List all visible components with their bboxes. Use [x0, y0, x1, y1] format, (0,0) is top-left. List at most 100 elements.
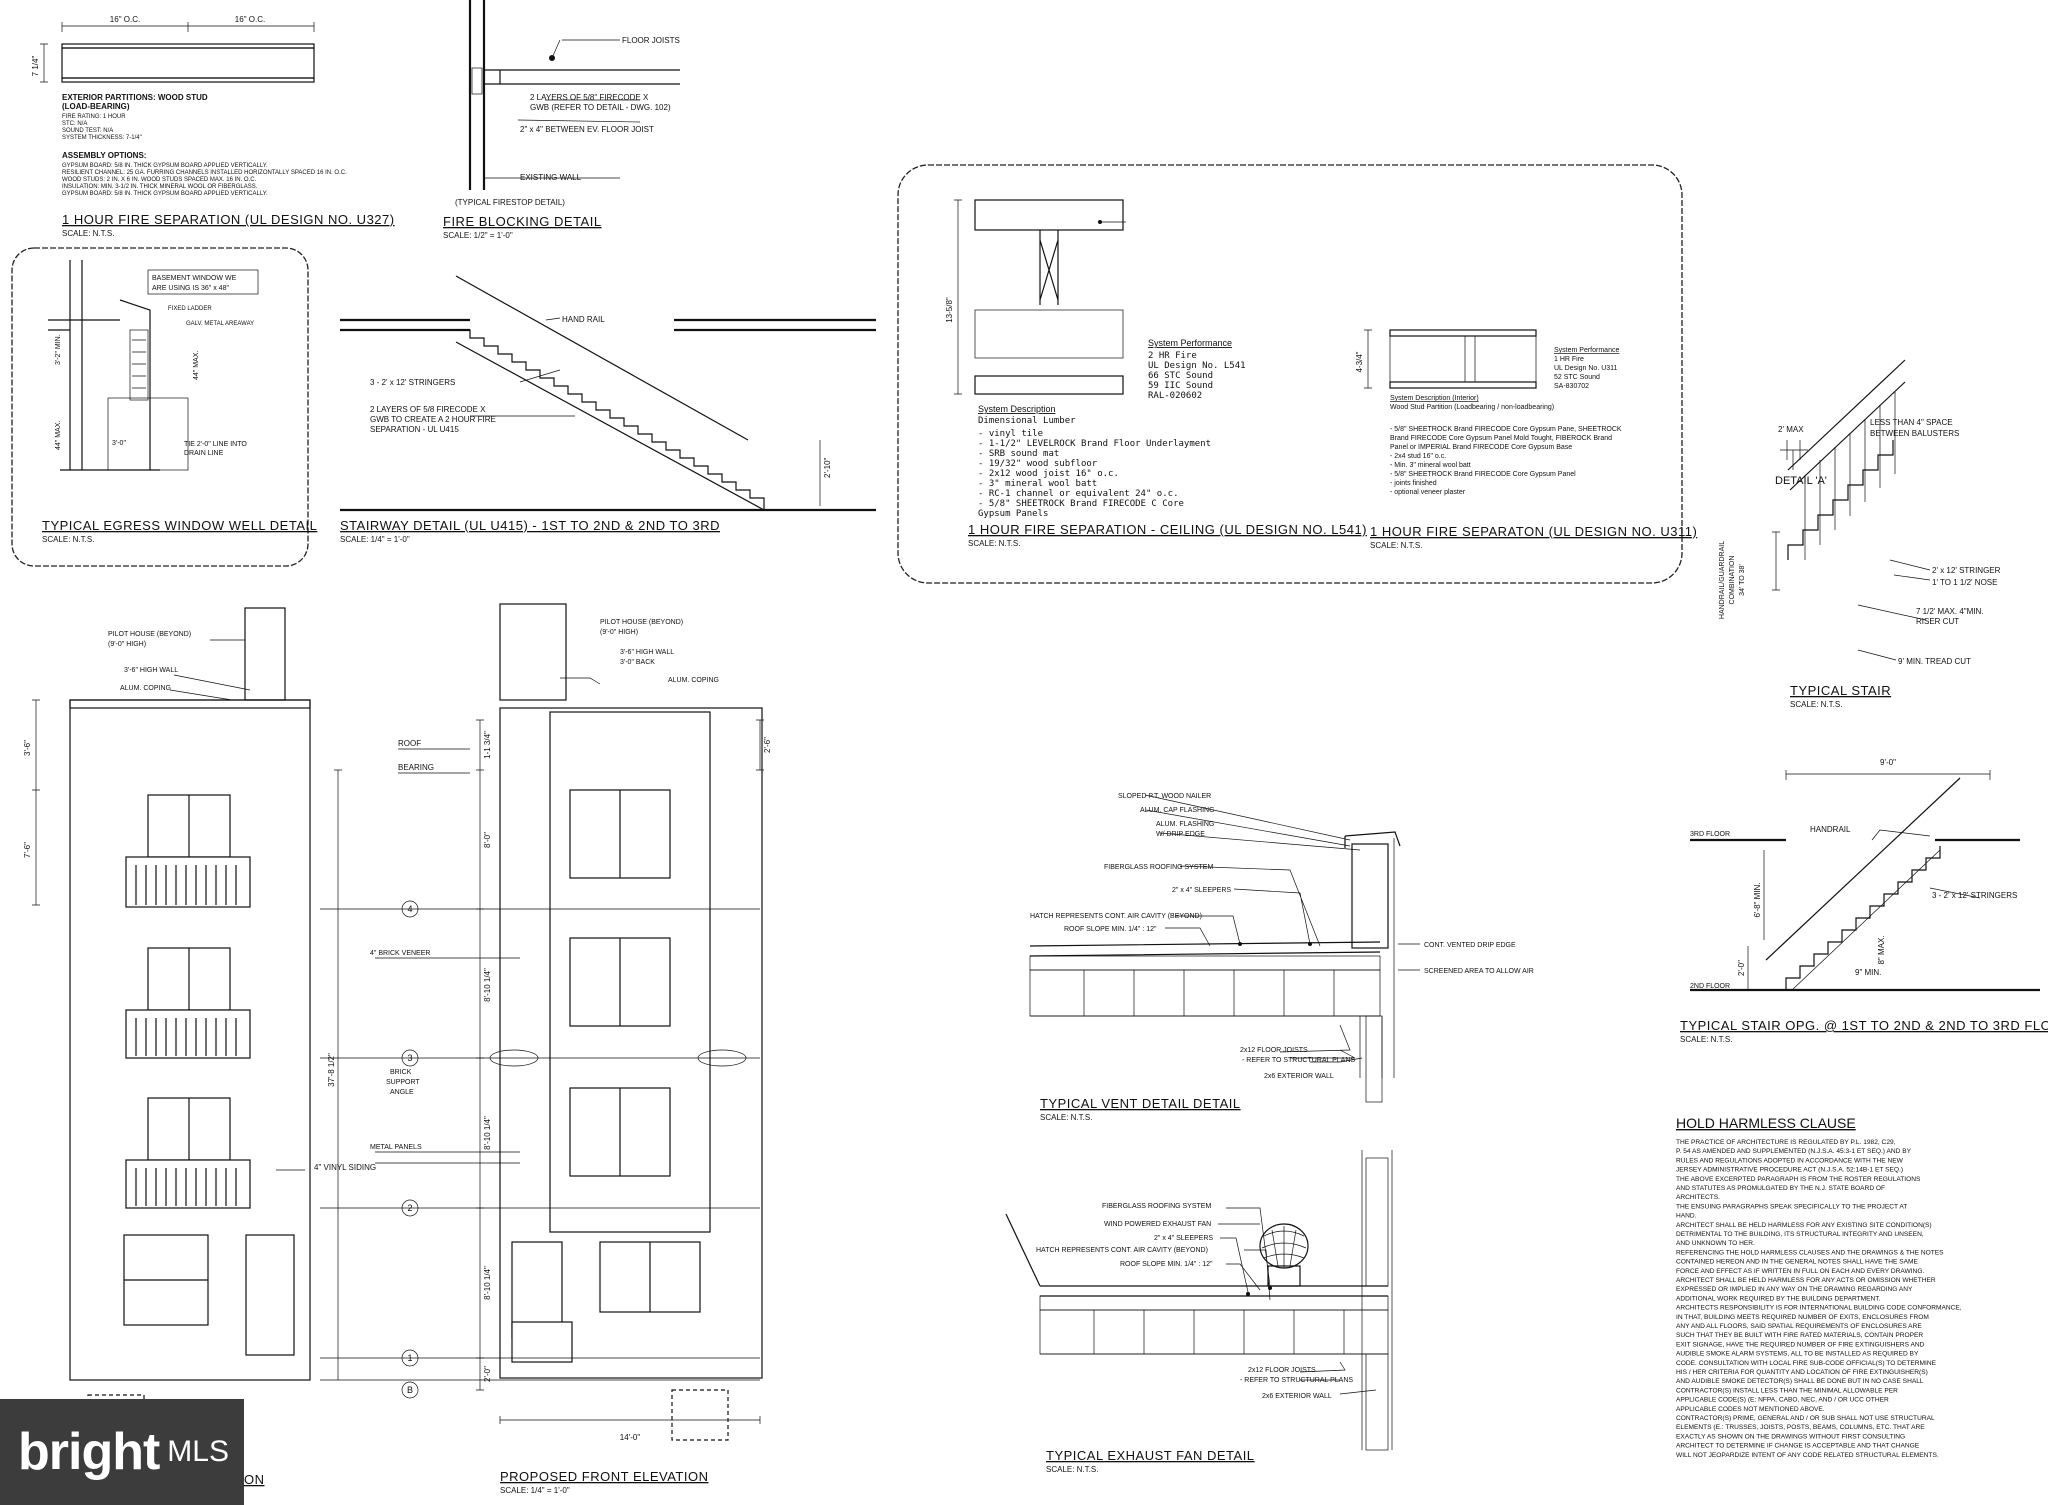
- vent-note: ALUM. CAP FLASHING: [1140, 807, 1215, 814]
- front-note: 3'-6" HIGH WALL: [620, 649, 674, 656]
- ceiling-perf: RAL-020602: [1148, 391, 1202, 401]
- dim-16oc-b: 16" O.C.: [235, 15, 265, 24]
- hold-harmless-line: REFERENCING THE HOLD HARMLESS CLAUSES AN…: [1676, 1249, 1944, 1256]
- fb-caption: (TYPICAL FIRESTOP DETAIL): [455, 198, 565, 207]
- detail-scale-stair-opg: SCALE: N.T.S.: [1680, 1035, 1732, 1044]
- hold-harmless-line: CONTRACTOR(S) INSTALL LESS THAN THE MINI…: [1676, 1387, 1898, 1394]
- side-elevation-title: ON: [244, 1472, 265, 1487]
- ceiling-desc: - RC-1 channel or equivalent 24" o.c.: [978, 489, 1178, 499]
- front-note: PILOT HOUSE (BEYOND): [600, 619, 683, 626]
- assembly-line: WOOD STUDS: 2 IN. X 6 IN. WOOD STUDS SPA…: [62, 177, 257, 183]
- front-dim: 2'-6": [763, 737, 772, 753]
- grid-marker: 1: [407, 1353, 412, 1363]
- fb-note: 2" x 4" BETWEEN EV. FLOOR JOIST: [520, 125, 654, 134]
- hold-harmless-line: THE ABOVE EXCERPTED PARAGRAPH IS FROM TH…: [1676, 1176, 1921, 1183]
- detail-scale-egress: SCALE: N.T.S.: [42, 535, 94, 544]
- front-note: SUPPORT: [386, 1079, 420, 1086]
- ceiling-desc: - 1-1/2" LEVELROCK Brand Floor Underlaym…: [978, 439, 1211, 449]
- stair-note: SEPARATION - UL U415: [370, 425, 459, 434]
- ceiling-desc: - 5/8" SHEETROCK Brand FIRECODE C Core: [978, 499, 1184, 509]
- watermark-suffix: MLS: [167, 1435, 229, 1468]
- hold-harmless-line: RULES AND REGULATIONS ADOPTED IN ACCORDA…: [1676, 1157, 1904, 1164]
- hold-harmless-line: AND STATUTES AS PROMULGATED BY THE N.J. …: [1676, 1185, 1885, 1192]
- prop-line: FIRE RATING: 1 HOUR: [62, 114, 126, 120]
- ceiling-perf: 59 IIC Sound: [1148, 381, 1213, 391]
- side-note: (9'-0" HIGH): [108, 641, 146, 648]
- stair-a-side: HANDRAIL/GUARDRAIL: [1719, 541, 1726, 619]
- vent-note: 2x6 EXTERIOR WALL: [1264, 1073, 1334, 1080]
- stair-dim: 2'-10": [823, 457, 832, 478]
- exhaust-note: WIND POWERED EXHAUST FAN: [1104, 1221, 1211, 1228]
- exhaust-note: 2x6 EXTERIOR WALL: [1262, 1393, 1332, 1400]
- prop-line: SYSTEM THICKNESS: 7-1/4": [62, 135, 142, 141]
- hold-harmless-line: HIS / HER CRITERIA FOR QUANTITY AND LOCA…: [1676, 1369, 1928, 1376]
- stair-note: GWB TO CREATE A 2 HOUR FIRE: [370, 415, 496, 424]
- hold-harmless-line: HAND.: [1676, 1213, 1697, 1220]
- partition-desc: - 5/8" SHEETROCK Brand FIRECODE Core Gyp…: [1390, 471, 1576, 478]
- hold-harmless-line: AUDIBLE SMOKE ALARM SYSTEMS, ALL TO BE I…: [1676, 1351, 1919, 1358]
- ceiling-desc-header: System Description: [978, 404, 1056, 414]
- detail-title-l541: 1 HOUR FIRE SEPARATION - CEILING (UL DES…: [968, 522, 1367, 537]
- opg-floor: 2ND FLOOR: [1690, 983, 1730, 990]
- front-note: ANGLE: [390, 1089, 414, 1096]
- front-dim: 8'-10 1/4": [483, 1266, 492, 1300]
- opg-note: 3 - 2' x 12' STRINGERS: [1932, 891, 2017, 900]
- side-note: 4" VINYL SIDING: [314, 1163, 376, 1172]
- detail-title-stair-opg: TYPICAL STAIR OPG. @ 1ST TO 2ND & 2ND TO…: [1680, 1018, 2048, 1033]
- hold-harmless-line: ELEMENTS (E.: TRUSSES, JOISTS, POSTS, BE…: [1676, 1424, 1925, 1431]
- watermark-brand: bright: [18, 1423, 160, 1481]
- assembly-header: ASSEMBLY OPTIONS:: [62, 151, 146, 160]
- front-note: (9'-0" HIGH): [600, 629, 638, 636]
- partition-desc: - 5/8" SHEETROCK Brand FIRECODE Core Gyp…: [1390, 426, 1622, 433]
- partition-subheader: (LOAD-BEARING): [62, 102, 130, 111]
- detail-scale-l541: SCALE: N.T.S.: [968, 539, 1020, 548]
- exhaust-note: FIBERGLASS ROOFING SYSTEM: [1102, 1203, 1211, 1210]
- detail-scale-typical-stair: SCALE: N.T.S.: [1790, 700, 1842, 709]
- vent-note: ALUM. FLASHING: [1156, 821, 1214, 828]
- opg-dim: 9" MIN.: [1855, 968, 1881, 977]
- partition-desc-sub: Wood Stud Partition (Loadbearing / non-l…: [1390, 404, 1554, 411]
- hold-harmless-line: FORCE AND EFFECT AS IF WRITTEN IN FULL O…: [1676, 1268, 1924, 1275]
- hold-harmless-line: SUCH THAT THEY BE BUILT WITH FIRE RATED …: [1676, 1332, 1923, 1339]
- hold-harmless-line: ARCHITECT SHALL BE HELD HARMLESS FOR ANY…: [1676, 1222, 1932, 1229]
- side-dim: 7'-6": [23, 842, 32, 858]
- side-note: PILOT HOUSE (BEYOND): [108, 631, 191, 638]
- egress-dim: 3'-2" MIN.: [55, 334, 62, 365]
- hold-harmless-line: APPLICABLE CODE(S) (E: NFPA, CABO, NEC, …: [1676, 1397, 1889, 1404]
- hold-harmless-line: P. 54 AS AMENDED AND SUPPLEMENTED (N.J.S…: [1676, 1148, 1912, 1155]
- side-note: 3'-6" HIGH WALL: [124, 667, 178, 674]
- exhaust-note: HATCH REPRESENTS CONT. AIR CAVITY (BEYON…: [1036, 1247, 1208, 1254]
- vent-note: CONT. VENTED DRIP EDGE: [1424, 942, 1516, 949]
- stair-a-top: LESS THAN 4" SPACE: [1870, 418, 1953, 427]
- fb-note: FLOOR JOISTS: [622, 36, 680, 45]
- hold-harmless-line: APPLICABLE CODES NOT MENTIONED ABOVE.: [1676, 1406, 1825, 1413]
- assembly-line: INSULATION: MIN. 3-1/2 IN. THICK MINERAL…: [62, 184, 258, 190]
- dim-thickness: 7 1/4": [31, 56, 40, 77]
- hold-harmless-line: CONTAINED HEREON AND IN THE GENERAL NOTE…: [1676, 1259, 1919, 1266]
- partition-desc: - joints finished: [1390, 480, 1437, 487]
- hold-harmless-line: ARCHITECT TO DETERMINE IF CHANGE IS ACCE…: [1676, 1443, 1920, 1450]
- front-note: BRICK: [390, 1069, 412, 1076]
- hold-harmless-line: CODE. CONSULTATION WITH LOCAL FIRE SUB-C…: [1676, 1360, 1937, 1367]
- front-note: ROOF: [398, 739, 421, 748]
- detail-a-label: DETAIL 'A': [1775, 475, 1827, 487]
- egress-note: FIXED LADDER: [168, 306, 212, 312]
- grid-marker: 4: [407, 904, 412, 914]
- front-dim: 8'-10 1/4": [483, 1116, 492, 1150]
- opg-dim: 6'-8" MIN.: [1753, 882, 1762, 917]
- grid-marker: 3: [407, 1053, 412, 1063]
- ceiling-desc: Gypsum Panels: [978, 509, 1048, 519]
- front-elevation: 4 3 2 1 B PILOT HOUSE (BEYOND) (9'-0" HI…: [320, 603, 772, 1495]
- typical-stair-detail: 2' MAX LESS THAN 4" SPACE BETWEEN BALUST…: [1719, 359, 2001, 709]
- stair-a-top: BETWEEN BALUSTERS: [1870, 429, 1959, 438]
- stair-note: HAND RAIL: [562, 315, 605, 324]
- stair-a-side: 34' TO 38': [1739, 564, 1746, 596]
- detail-title-u311: 1 HOUR FIRE SEPARATON (UL DESIGN NO. U31…: [1370, 524, 1697, 539]
- stair-a-note: RISER CUT: [1916, 617, 1959, 626]
- stair-a-note: 2' x 12' STRINGER: [1932, 566, 2001, 575]
- exhaust-note: - REFER TO STRUCTURAL PLANS: [1240, 1377, 1353, 1384]
- stair-opening-detail: 9'-0" 3RD FLOOR 2ND FLOOR HANDRAIL 3 - 2…: [1680, 758, 2048, 1044]
- stair-a-note: 1' TO 1 1/2' NOSE: [1932, 578, 1997, 587]
- assembly-line: RESILIENT CHANNEL: 25 GA. FURRING CHANNE…: [62, 170, 347, 176]
